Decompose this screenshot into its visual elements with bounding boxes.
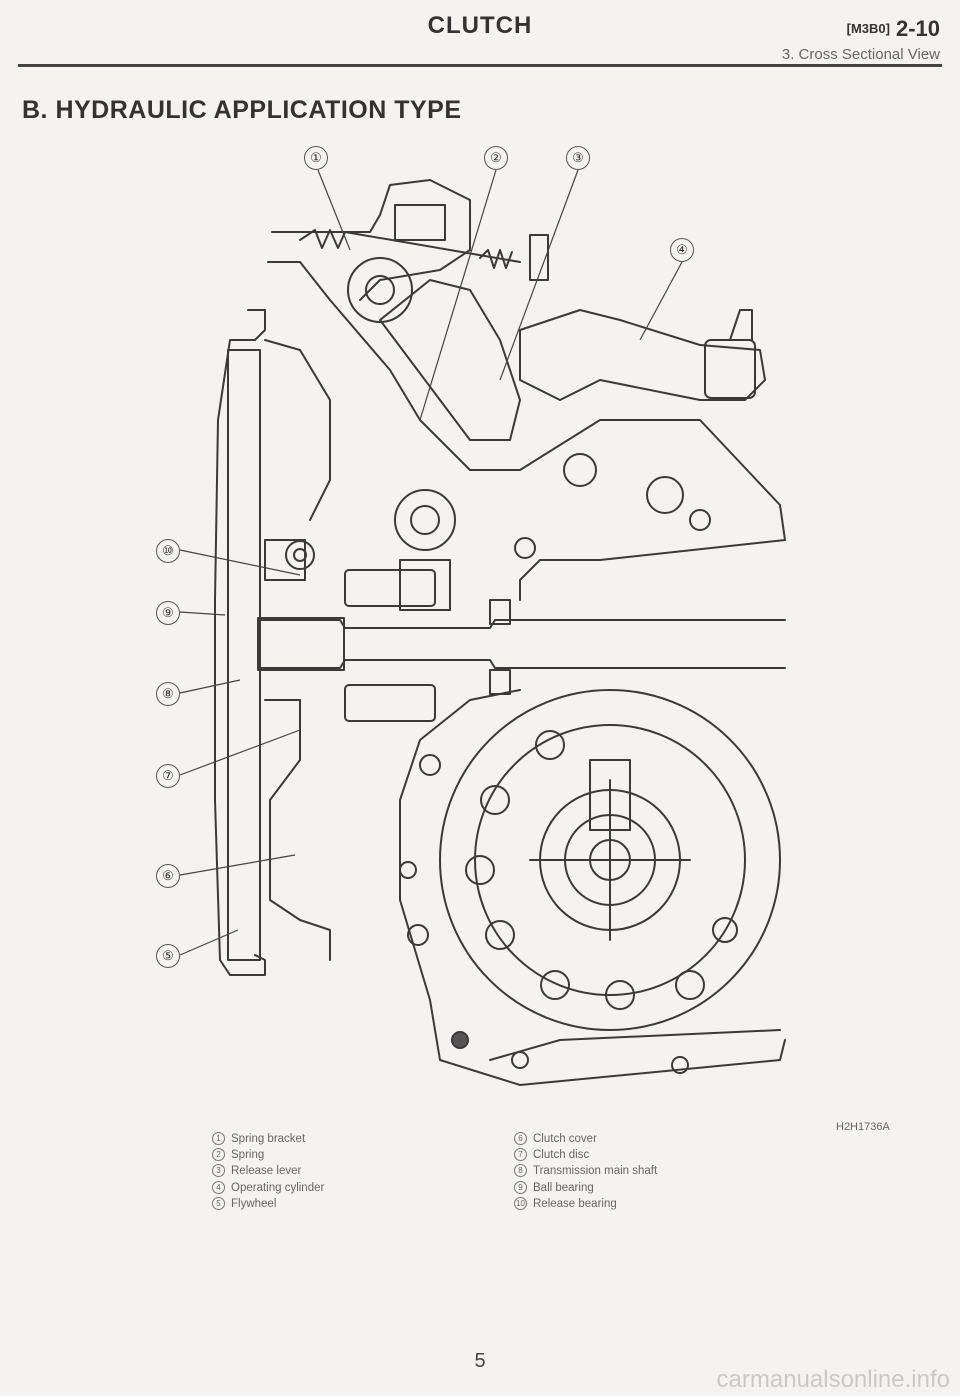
legend-text: Spring bracket bbox=[231, 1133, 306, 1145]
legend-text: Flywheel bbox=[231, 1197, 277, 1210]
shaft-hub bbox=[257, 617, 345, 671]
legend-text: Clutch disc bbox=[533, 1149, 590, 1162]
operating-cylinder bbox=[519, 309, 766, 401]
legend-item: 4 Operating cylinder bbox=[212, 1180, 324, 1196]
legend-item: 9 Ball bearing bbox=[514, 1180, 657, 1196]
spring bbox=[299, 229, 521, 263]
callout-1: ① bbox=[304, 146, 328, 170]
legend-text: Transmission main shaft bbox=[533, 1165, 658, 1178]
legend-number: 6 bbox=[514, 1132, 527, 1145]
legend-number: 4 bbox=[212, 1180, 225, 1194]
flywheel-outline bbox=[214, 309, 266, 976]
watermark: carmanualsonline.info bbox=[716, 1366, 950, 1393]
legend-number: 3 bbox=[212, 1164, 225, 1178]
legend-item: 7 Clutch disc bbox=[514, 1147, 657, 1163]
legend-number: 2 bbox=[212, 1148, 225, 1162]
release-lever bbox=[379, 279, 521, 441]
callout-4: ④ bbox=[670, 238, 694, 262]
figure-code: H2H1736A bbox=[836, 1121, 890, 1133]
legend-number: 9 bbox=[514, 1180, 527, 1194]
legend-text: Release lever bbox=[231, 1165, 302, 1178]
legend-text: Ball bearing bbox=[533, 1181, 594, 1194]
legend-left: 1 Spring bracket 2 Spring 3 Release lever 4… bbox=[212, 1131, 324, 1212]
callout-3: ③ bbox=[566, 146, 590, 170]
main-shaft bbox=[257, 619, 786, 669]
legend-text: Operating cylinder bbox=[231, 1181, 325, 1194]
section-title: B. HYDRAULIC APPLICATION TYPE bbox=[22, 96, 462, 124]
legend-item: 6 Clutch cover bbox=[514, 1131, 657, 1147]
callout-9: ⑨ bbox=[156, 601, 180, 625]
housing-outline bbox=[267, 261, 786, 1086]
page-header-subtitle: 3. Cross Sectional View bbox=[781, 46, 940, 63]
callout-5: ⑤ bbox=[156, 944, 180, 968]
legend-number: 7 bbox=[514, 1148, 527, 1162]
legend-item: 5 Flywheel bbox=[212, 1196, 324, 1212]
legend-text: Clutch cover bbox=[533, 1133, 597, 1145]
gear-wheel bbox=[439, 689, 781, 1031]
flywheel-inner bbox=[227, 349, 261, 961]
legend-item: 3 Release lever bbox=[212, 1163, 324, 1179]
release-fork-pivot bbox=[394, 489, 456, 551]
callout-6: ⑥ bbox=[156, 864, 180, 888]
legend-item: 8 Transmission main shaft bbox=[514, 1163, 657, 1179]
clutch-cover-outline bbox=[264, 339, 331, 961]
legend-text: Release bearing bbox=[533, 1197, 617, 1210]
legend-item: 1 Spring bracket bbox=[212, 1131, 324, 1147]
section-code-number: 2-10 bbox=[895, 16, 940, 41]
legend-item: 2 Spring bbox=[212, 1147, 324, 1163]
spring-bracket bbox=[271, 179, 471, 301]
header-rule bbox=[18, 64, 942, 67]
callout-2: ② bbox=[484, 146, 508, 170]
section-code-ref: [M3B0] bbox=[846, 21, 890, 36]
release-bearing-body bbox=[344, 569, 436, 607]
legend-number: 1 bbox=[212, 1132, 225, 1145]
legend-number: 10 bbox=[514, 1196, 527, 1210]
legend-right: 6 Clutch cover 7 Clutch disc 8 Transmission… bbox=[514, 1131, 657, 1212]
legend-number: 8 bbox=[514, 1164, 527, 1178]
page-header-title: CLUTCH bbox=[427, 12, 533, 39]
callout-10: ⑩ bbox=[156, 539, 180, 563]
legend-item: 10 Release bearing bbox=[514, 1196, 657, 1212]
callout-8: ⑧ bbox=[156, 682, 180, 706]
callout-7: ⑦ bbox=[156, 764, 180, 788]
legend-number: 5 bbox=[212, 1196, 225, 1210]
section-code: [M3B0] 2-10 bbox=[847, 16, 940, 42]
page-number: 5 bbox=[474, 1350, 486, 1372]
legend-text: Spring bbox=[231, 1149, 265, 1162]
